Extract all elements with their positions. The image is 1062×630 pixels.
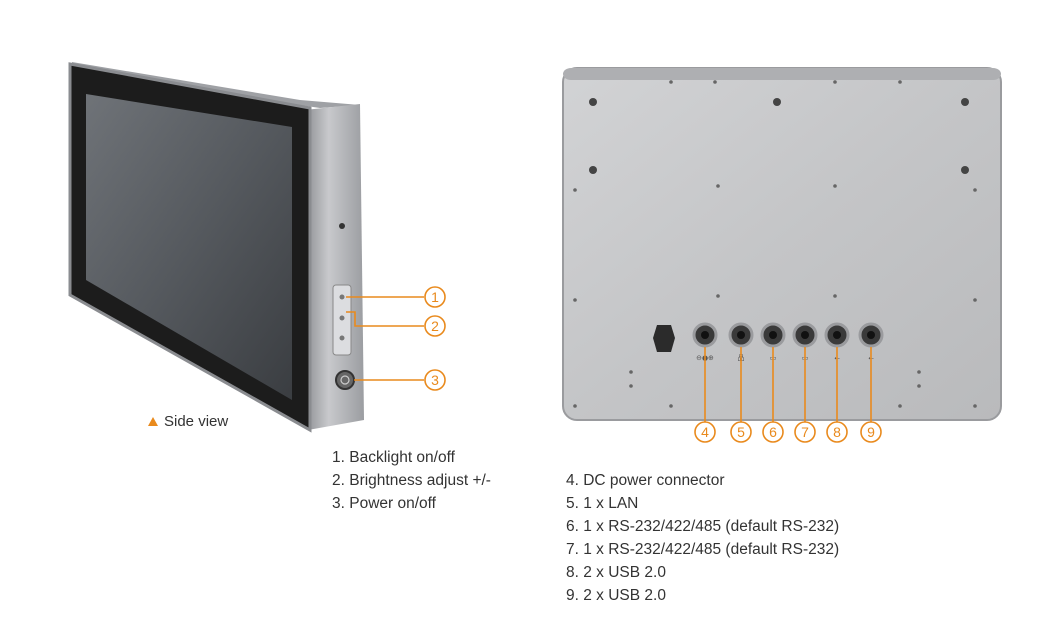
mounting-holes	[589, 98, 969, 174]
list-item: 2. Brightness adjust +/-	[332, 472, 491, 489]
rear-panel-top-edge	[563, 68, 1001, 80]
brightness-down-button-icon	[339, 335, 345, 341]
svg-text:1: 1	[431, 289, 439, 305]
svg-text:8: 8	[833, 424, 841, 440]
svg-text:3: 3	[431, 372, 439, 388]
callout-5: 5	[730, 421, 752, 443]
triangle-icon	[148, 417, 158, 426]
svg-text:5: 5	[737, 424, 745, 440]
list-item: 7. 1 x RS-232/422/485 (default RS-232)	[566, 541, 840, 558]
connector-com2	[792, 322, 818, 348]
list-item: 8. 2 x USB 2.0	[566, 564, 666, 581]
list-item: 4. DC power connector	[566, 472, 725, 489]
rear-callout-lines	[704, 347, 872, 422]
monitor-side-panel	[305, 104, 364, 430]
svg-text:7: 7	[801, 424, 809, 440]
connector-com1	[760, 322, 786, 348]
list-item: 3. Power on/off	[332, 495, 436, 512]
svg-text:6: 6	[769, 424, 777, 440]
side-features-list: 1. Backlight on/off 2. Brightness adjust…	[332, 446, 491, 515]
connector-lan	[728, 322, 754, 348]
callout-6: 6	[762, 421, 784, 443]
callout-7: 7	[794, 421, 816, 443]
callout-4: 4	[694, 421, 716, 443]
list-item: 6. 1 x RS-232/422/485 (default RS-232)	[566, 518, 840, 535]
connector-usb2	[858, 322, 884, 348]
ground-stud-icon	[653, 325, 675, 352]
callout-9: 9	[860, 421, 882, 443]
monitor-top-edge	[72, 62, 360, 108]
side-view-figure: 1 2 3	[68, 62, 446, 433]
connector-dc	[692, 322, 718, 348]
side-view-caption-text: Side view	[164, 413, 229, 430]
callout-3: 3	[424, 369, 446, 391]
rear-features-list: 4. DC power connector 5. 1 x LAN 6. 1 x …	[566, 469, 839, 607]
power-button-icon	[335, 370, 355, 390]
backlight-button-icon	[339, 294, 345, 300]
callout-1: 1	[424, 286, 446, 308]
side-screw-icon	[339, 223, 345, 229]
svg-text:4: 4	[701, 424, 709, 440]
list-item: 1. Backlight on/off	[332, 449, 455, 466]
small-screws	[573, 80, 977, 408]
list-item: 9. 2 x USB 2.0	[566, 587, 666, 604]
list-item: 5. 1 x LAN	[566, 495, 639, 512]
monitor-screen	[86, 94, 292, 400]
svg-text:9: 9	[867, 424, 875, 440]
callout-2: 2	[424, 315, 446, 337]
side-callout-lines	[346, 296, 424, 381]
side-view-caption: Side view	[148, 413, 228, 430]
rear-panel	[562, 67, 1002, 421]
callout-8: 8	[826, 421, 848, 443]
brightness-up-button-icon	[339, 315, 345, 321]
rear-view-figure: ⊖●⊕ 品 ▭ ▭ ⭠ ⭠ 4 5 6 7 8 9	[562, 67, 1002, 443]
power-symbol-icon	[340, 375, 350, 385]
svg-text:2: 2	[431, 318, 439, 334]
connector-usb1	[824, 322, 850, 348]
